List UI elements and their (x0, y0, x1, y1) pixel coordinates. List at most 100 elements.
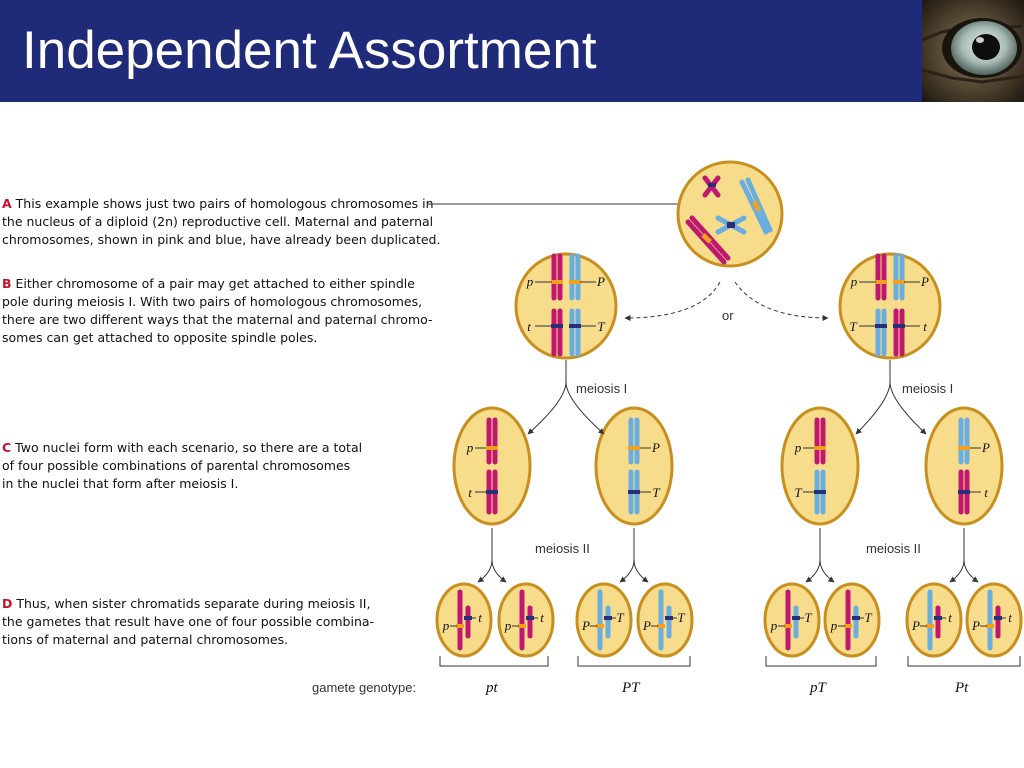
meiosis-1-arrow-left-right (565, 381, 605, 435)
parent-nucleus (676, 160, 784, 268)
gene-band (727, 222, 735, 228)
nucleus-membrane (594, 406, 674, 526)
short-chromosome (665, 605, 673, 639)
gene-band (893, 324, 905, 328)
nucleus-membrane (780, 406, 860, 526)
meiosis-1-nucleus-PT: PT (594, 406, 674, 526)
gene-band (518, 624, 526, 628)
long-chromosome (958, 417, 970, 465)
step-c-letter: C (2, 440, 12, 455)
gene-label: t (527, 319, 531, 334)
gene-band (893, 280, 905, 284)
meiosis-1-arrow-right-left (855, 381, 891, 435)
genotype-pt: pt (485, 680, 499, 696)
short-chromosome (486, 469, 498, 515)
gene-band (814, 446, 826, 450)
meiosis-2-label-left: meiosis II (535, 541, 590, 556)
gene-label: P (596, 274, 605, 289)
gene-label: P (971, 618, 980, 633)
gene-label: t (948, 610, 952, 625)
title-bar: Independent Assortment (0, 0, 1024, 102)
gene-label: p (466, 440, 474, 455)
long-chromosome (596, 589, 604, 651)
or-label: or (722, 308, 734, 323)
gene-band (486, 446, 498, 450)
gene-label: T (794, 485, 802, 500)
gene-band (994, 616, 1002, 620)
gene-band (657, 624, 665, 628)
step-b-line-3: there are two different ways that the ma… (2, 312, 433, 327)
short-chromosome (852, 605, 860, 639)
genotype-Pt: Pt (954, 680, 969, 696)
step-a-text: A This example shows just two pairs of h… (2, 195, 440, 249)
gene-label: T (804, 610, 812, 625)
gene-label: p (526, 274, 534, 289)
step-c-text: C Two nuclei form with each scenario, so… (2, 439, 362, 493)
gene-band (701, 233, 712, 244)
gene-band (464, 616, 472, 620)
genotype-pT: pT (809, 680, 828, 696)
blue-long-chromosome (569, 253, 581, 301)
gene-label: t (478, 610, 482, 625)
step-d-letter: D (2, 596, 13, 611)
gene-label: P (651, 440, 660, 455)
gene-label: P (581, 618, 590, 633)
short-chromosome (994, 605, 1002, 639)
gene-band (792, 616, 800, 620)
short-chromosome (958, 469, 970, 515)
gamete-genotype-label: gamete genotype: (312, 680, 416, 695)
short-chromosome (792, 605, 800, 639)
step-a-line-2: the nucleus of a diploid (2n) reproducti… (2, 214, 434, 229)
gene-band (926, 624, 934, 628)
chromatid (689, 215, 731, 261)
short-chromosome-right (893, 308, 905, 357)
gene-label: T (864, 610, 872, 625)
nucleus-membrane (924, 406, 1004, 526)
gene-label: p (850, 274, 858, 289)
long-chromosome (986, 589, 994, 651)
short-chromosome (526, 605, 534, 639)
gene-label: p (794, 440, 802, 455)
gene-band (665, 616, 673, 620)
meiosis-1-label-left: meiosis I (576, 381, 627, 396)
gene-band (628, 490, 640, 494)
nucleus-membrane (676, 160, 784, 268)
gene-label: p (770, 618, 778, 633)
gamete-pt-2: pt (497, 582, 555, 658)
bracket-pT (765, 656, 877, 667)
gamete-Pt-2: Pt (965, 582, 1023, 658)
bracket-PT (577, 656, 691, 667)
gene-band (551, 324, 563, 328)
gene-band (569, 324, 581, 328)
chromatid (745, 177, 773, 233)
step-c-line-1: Two nuclei form with each scenario, so t… (15, 440, 363, 455)
step-a-line-1: This example shows just two pairs of hom… (15, 196, 434, 211)
step-b-line-4: somes can get attached to opposite spind… (2, 330, 318, 345)
gene-label: P (911, 618, 920, 633)
bracket-Pt (907, 656, 1021, 667)
long-chromosome (657, 589, 665, 651)
short-chromosome-right (569, 308, 581, 357)
step-b-line-1: Either chromosome of a pair may get atta… (15, 276, 415, 291)
pink-long-chromosome (551, 253, 563, 301)
slide-title: Independent Assortment (22, 21, 597, 80)
long-chromosome (926, 589, 934, 651)
gene-band (569, 280, 581, 284)
gamete-Pt-1: Pt (905, 582, 963, 658)
meiosis-2-arrow-3-right (819, 559, 835, 583)
gene-band (844, 624, 852, 628)
long-chromosome (844, 589, 852, 651)
long-chromosome (628, 417, 640, 465)
gene-label: p (442, 618, 450, 633)
gene-band (628, 446, 640, 450)
gene-band (708, 183, 716, 187)
gene-band (986, 624, 994, 628)
step-b-letter: B (2, 276, 12, 291)
long-chromosome (486, 417, 498, 465)
gene-band (784, 624, 792, 628)
step-a-letter: A (2, 196, 12, 211)
gene-band (604, 616, 612, 620)
gene-band (752, 200, 761, 212)
nucleus-membrane (452, 406, 532, 526)
